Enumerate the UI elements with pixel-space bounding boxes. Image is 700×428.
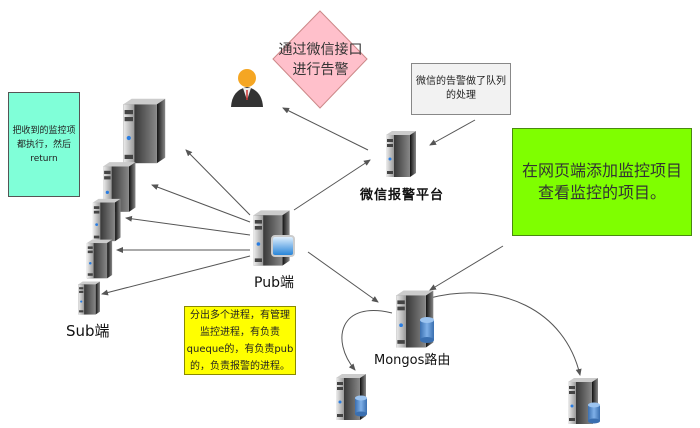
- database-icon: [588, 402, 600, 424]
- arrow-mongos-to-shard1: [341, 310, 393, 371]
- arrow-pub-to-wechat: [293, 159, 371, 211]
- server-icon: [386, 131, 416, 177]
- server-icon: [123, 98, 166, 164]
- alert-diamond-text: 通过微信接口进行告警: [278, 41, 363, 78]
- arrow-queue-to-wechat: [429, 119, 476, 146]
- database-icon: [355, 395, 367, 417]
- sub-note: 把收到的监控项都执行，然后return: [8, 92, 80, 197]
- database-icon: [420, 317, 434, 343]
- server-icon: [92, 198, 121, 242]
- pub-label: Pub端: [254, 275, 294, 291]
- mongos-label: Mongos路由: [374, 353, 451, 368]
- monitor-icon: [271, 235, 295, 257]
- alert-diamond-shape: [272, 10, 368, 109]
- sub-label: Sub端: [66, 322, 110, 340]
- pub-note: 分出多个进程，有管理监控进程，有负责queque的，有负责pub的，负责报警的进…: [184, 306, 296, 375]
- web-note: 在网页端添加监控项目查看监控的项目。: [512, 128, 692, 236]
- arrow-pub-to-mongos: [307, 251, 379, 303]
- arrow-pub-to-sub2: [151, 184, 251, 223]
- arrow-pub-to-sub1: [185, 149, 251, 216]
- arrow-pub-to-sub5: [101, 255, 251, 296]
- queue-note: 微信的告警做了队列的处理: [411, 63, 511, 115]
- server-icon: [86, 239, 113, 279]
- arrow-mongos-to-shard2: [429, 292, 582, 376]
- user-icon: [231, 69, 263, 107]
- arrow-pub-to-sub3: [125, 215, 251, 236]
- server-icon: [78, 281, 100, 315]
- wechat-label: 微信报警平台: [360, 188, 445, 203]
- arrow-wechat-to-user: [282, 107, 369, 151]
- arrow-web-to-mongos: [429, 245, 504, 291]
